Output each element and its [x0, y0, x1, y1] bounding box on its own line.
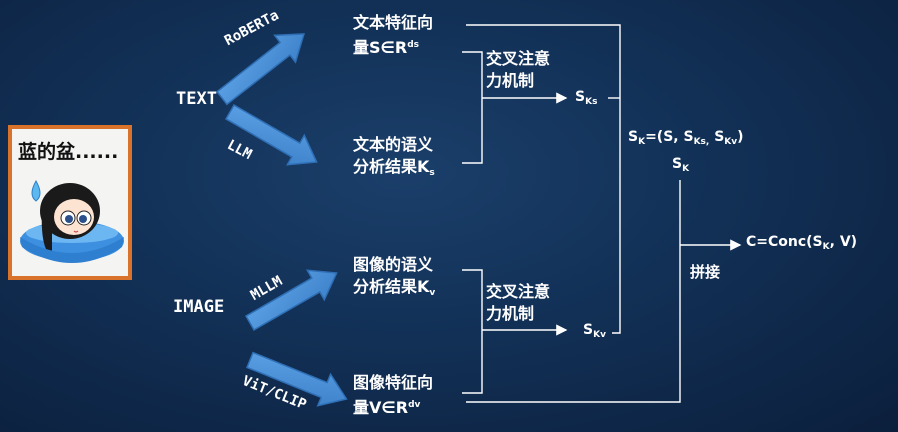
meme-image: 蓝的盆...... — [8, 125, 132, 280]
image-feature-line1: 图像特征向 — [353, 373, 434, 392]
arrow-mllm — [244, 269, 338, 331]
cross-attention-bottom-line2: 力机制 — [486, 304, 535, 323]
meme-image-inner: 蓝的盆...... — [12, 129, 128, 276]
wires-top — [462, 51, 568, 164]
text-semantic-line1: 文本的语义 — [353, 135, 434, 154]
text-feature-node: 文本特征向 量S∈Rds — [353, 12, 433, 59]
text-feature-line1: 文本特征向 — [353, 13, 434, 32]
text-semantic-node: 文本的语义 分析结果Ks — [353, 134, 435, 184]
final-formula: C=Conc(SK, V) — [746, 234, 858, 252]
text-feature-line2: 量S∈Rds — [353, 38, 420, 57]
image-semantic-line2: 分析结果Kv — [353, 277, 436, 298]
cartoon-girl-in-basin-icon — [20, 179, 124, 263]
image-feature-line2: 量V∈Rdv — [353, 398, 421, 417]
meme-caption: 蓝的盆...... — [18, 141, 119, 163]
sk-formula: SK=(S, SKs, SKv) — [628, 129, 744, 147]
wires-concat — [466, 180, 742, 403]
sk-label: SK — [672, 156, 690, 174]
concat-label: 拼接 — [690, 263, 721, 281]
image-feature-node: 图像特征向 量V∈Rdv — [353, 372, 433, 419]
image-semantic-line1: 图像的语义 — [353, 255, 434, 274]
wires-bottom — [462, 269, 568, 394]
sks-label: SKs — [575, 89, 598, 107]
cross-attention-bottom: 交叉注意 力机制 — [486, 281, 550, 325]
cross-attention-bottom-line1: 交叉注意 — [486, 282, 551, 301]
text-semantic-line2: 分析结果Ks — [353, 157, 435, 178]
input-image-label: IMAGE — [173, 297, 225, 317]
cross-attention-top-line1: 交叉注意 — [486, 49, 551, 68]
wires-merge — [466, 24, 621, 334]
arrow-llm — [224, 104, 318, 166]
image-semantic-node: 图像的语义 分析结果Kv — [353, 254, 435, 304]
input-text-label: TEXT — [176, 89, 217, 109]
skv-label: SKv — [583, 322, 606, 340]
cross-attention-top-line2: 力机制 — [486, 71, 535, 90]
arrow-vit-clip — [246, 351, 348, 407]
cross-attention-top: 交叉注意 力机制 — [486, 48, 550, 92]
arrow-roberta — [216, 33, 305, 106]
